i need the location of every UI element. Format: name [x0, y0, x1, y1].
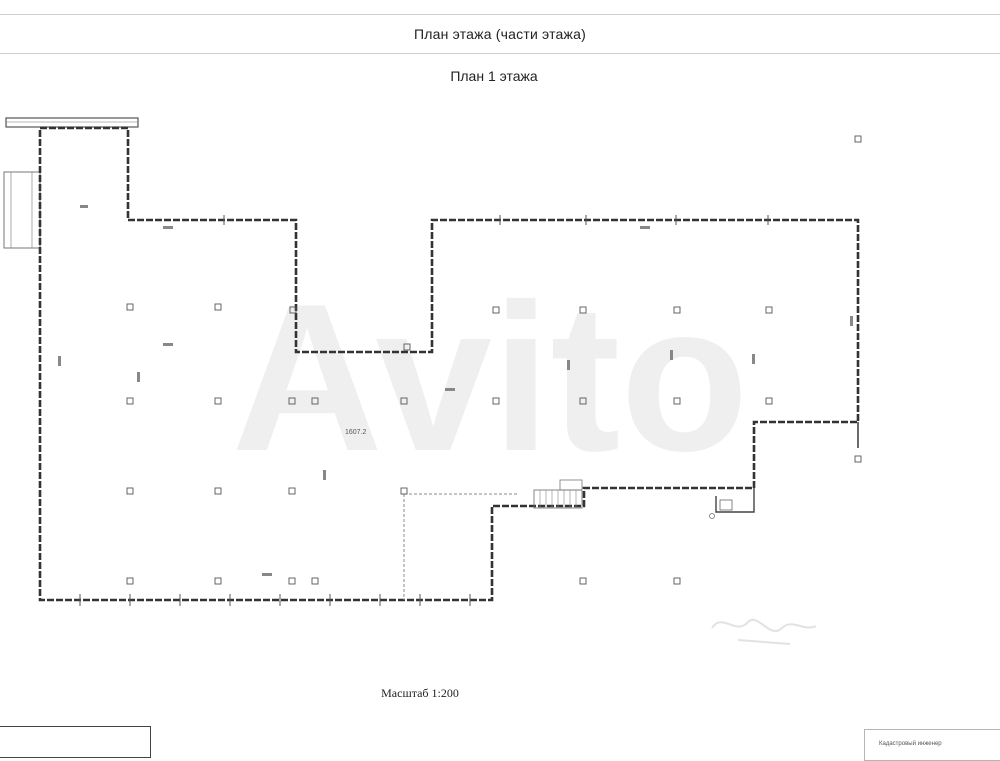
- header-bar: План этажа (части этажа): [0, 14, 1000, 54]
- stamp-text: Кадастровый инженер: [879, 741, 942, 747]
- column-grid: [126, 135, 862, 585]
- stairs-steps: [539, 490, 577, 508]
- right-step-wall: [715, 488, 755, 513]
- scale-label: Масштаб 1:200: [381, 686, 459, 700]
- dimension-marks: [58, 205, 853, 576]
- stamp-box-left: [0, 726, 151, 758]
- watermark-logo: Avito: [231, 260, 748, 495]
- interior-partition: [403, 493, 518, 600]
- floor-plan-title: План 1 этажа: [450, 68, 538, 84]
- stairs-upper: [559, 479, 583, 491]
- area-label: 1607.2: [345, 429, 367, 436]
- stamp-box-right: Кадастровый инженер: [864, 729, 1000, 761]
- left-window-frame: [3, 171, 41, 249]
- utility-point: [709, 513, 715, 519]
- bottom-wall-ticks: [79, 594, 471, 606]
- signature: [711, 618, 817, 645]
- utility-box: [719, 499, 733, 511]
- header-title: План этажа (части этажа): [414, 26, 586, 42]
- outer-wall: [38, 126, 860, 602]
- top-wall-ticks: [223, 215, 769, 225]
- top-wall-stub: [5, 117, 139, 128]
